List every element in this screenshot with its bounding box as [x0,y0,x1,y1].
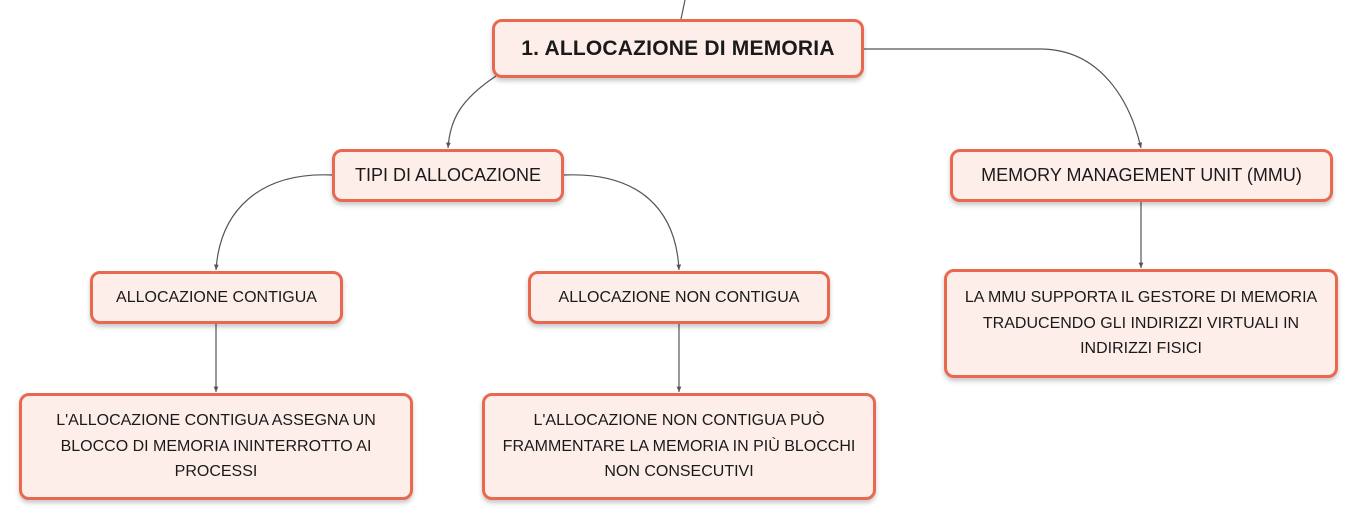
topic-label: ALLOCAZIONE CONTIGUA [116,288,317,306]
topic-label: MEMORY MANAGEMENT UNIT (MMU) [981,165,1302,185]
connector-root-to-mmu [864,48,1143,149]
topic-text: L'ALLOCAZIONE NON CONTIGUA PUÒ FRAMMENTA… [502,411,856,481]
connector-tipi-to-non-contigua [563,174,682,271]
topic-allocazione-non-contigua[interactable]: ALLOCAZIONE NON CONTIGUA [528,271,830,324]
root-topic[interactable]: 1. ALLOCAZIONE DI MEMORIA [492,19,864,78]
topic-allocazione-contigua[interactable]: ALLOCAZIONE CONTIGUA [90,271,343,324]
topic-text: LA MMU SUPPORTA IL GESTORE DI MEMORIA TR… [964,288,1318,358]
root-topic-label: 1. ALLOCAZIONE DI MEMORIA [521,36,835,60]
topic-text: L'ALLOCAZIONE CONTIGUA ASSEGNA UN BLOCCO… [56,411,376,481]
topic-non-contigua-description[interactable]: L'ALLOCAZIONE NON CONTIGUA PUÒ FRAMMENTA… [482,393,876,500]
topic-mmu-description[interactable]: LA MMU SUPPORTA IL GESTORE DI MEMORIA TR… [944,269,1338,378]
connector-parent-to-root [680,0,686,20]
topic-label: TIPI DI ALLOCAZIONE [354,165,542,185]
topic-contigua-description[interactable]: L'ALLOCAZIONE CONTIGUA ASSEGNA UN BLOCCO… [19,393,413,500]
topic-tipi-di-allocazione[interactable]: TIPI DI ALLOCAZIONE [332,149,564,202]
connector-tipi-to-contigua [213,174,333,271]
topic-label: ALLOCAZIONE NON CONTIGUA [558,288,800,306]
topic-memory-management-unit[interactable]: MEMORY MANAGEMENT UNIT (MMU) [950,149,1333,202]
connector-root-to-tipi [445,75,497,149]
